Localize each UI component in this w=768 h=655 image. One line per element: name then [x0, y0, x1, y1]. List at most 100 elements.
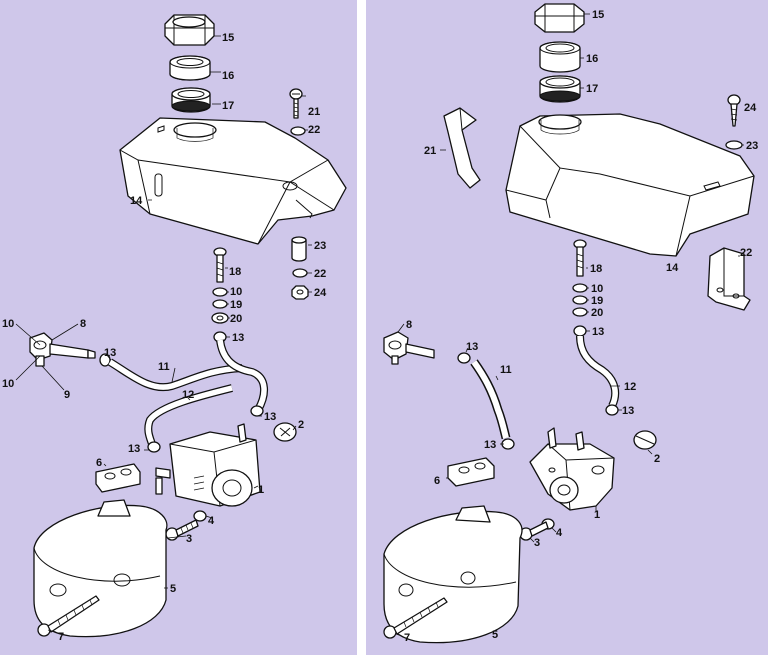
right-label-14: 14 — [666, 262, 679, 274]
right-label-2: 2 — [654, 453, 660, 465]
left-label-5: 5 — [170, 583, 176, 595]
right-label-13a: 13 — [592, 326, 604, 338]
left-screw-washer — [290, 126, 306, 136]
left-label-2: 2 — [298, 419, 304, 431]
left-label-20: 20 — [230, 313, 242, 325]
right-label-13c: 13 — [622, 405, 634, 417]
right-label-22: 22 — [740, 247, 752, 259]
right-label-20: 20 — [591, 307, 603, 319]
left-oil-pump — [155, 423, 261, 507]
left-filler-cap — [164, 14, 215, 46]
right-label-15: 15 — [592, 9, 604, 21]
right-label-6: 6 — [434, 475, 440, 487]
panel-divider — [357, 0, 366, 655]
left-oil-tank — [119, 117, 347, 245]
left-label-19: 19 — [230, 299, 242, 311]
left-label-22: 22 — [308, 124, 320, 136]
left-label-13a: 13 — [232, 332, 244, 344]
left-hose-clip-13b — [99, 353, 111, 367]
right-label-21: 21 — [424, 145, 436, 157]
right-label-18: 18 — [590, 263, 602, 275]
left-label-1: 1 — [258, 484, 264, 496]
right-screw-3 — [519, 521, 549, 541]
right-label-13d: 13 — [484, 439, 496, 451]
right-label-4: 4 — [556, 527, 563, 539]
right-pump-cover-2 — [633, 430, 657, 450]
left-cap-seal-ring — [169, 55, 211, 81]
left-label-3: 3 — [186, 533, 192, 545]
left-long-screw-7 — [37, 595, 100, 637]
right-label-8: 8 — [406, 319, 412, 331]
right-washer-19 — [572, 295, 588, 305]
right-oil-pump — [529, 427, 615, 511]
left-label-13b: 13 — [104, 347, 116, 359]
right-rubber-block — [447, 457, 495, 487]
left-spacer-sleeve — [291, 236, 307, 262]
left-label-10c: 10 — [2, 378, 14, 390]
left-screw-3 — [165, 519, 199, 541]
left-label-10: 10 — [230, 286, 242, 298]
right-banjo-bolt — [573, 239, 587, 277]
right-label-13b: 13 — [466, 341, 478, 353]
right-strap-bracket-21 — [443, 107, 481, 189]
left-label-13d: 13 — [128, 443, 140, 455]
right-pump-cover-5 — [383, 505, 523, 644]
right-label-12: 12 — [624, 381, 636, 393]
right-label-5: 5 — [492, 629, 498, 641]
left-banjo-20 — [211, 312, 229, 324]
left-label-13c: 13 — [264, 411, 276, 423]
right-label-3: 3 — [534, 537, 540, 549]
left-label-9: 9 — [64, 389, 70, 401]
right-oil-tank — [505, 113, 755, 257]
right-washer-20 — [572, 307, 588, 317]
right-label-1: 1 — [594, 509, 600, 521]
right-assembly: 15 16 17 24 23 21 14 22 18 10 19 20 8 13… — [383, 3, 758, 644]
left-label-7: 7 — [58, 631, 64, 643]
right-wood-screw-24 — [727, 94, 741, 127]
left-washer-10 — [212, 287, 228, 297]
right-hose-clip-13a — [573, 325, 587, 337]
right-banjo-fitting — [383, 331, 435, 365]
left-label-24: 24 — [314, 287, 327, 299]
left-label-23: 23 — [314, 240, 326, 252]
right-label-10: 10 — [591, 283, 603, 295]
left-label-17: 17 — [222, 100, 234, 112]
right-label-24: 24 — [744, 102, 757, 114]
left-label-14: 14 — [130, 195, 143, 207]
left-mount-nut — [291, 285, 309, 300]
left-pump-cover-2 — [273, 422, 297, 442]
right-label-19: 19 — [591, 295, 603, 307]
right-washer-23 — [725, 140, 743, 150]
left-banjo-bolt — [213, 247, 227, 283]
right-filler-cap — [534, 3, 585, 33]
left-label-21: 21 — [308, 106, 320, 118]
right-label-7: 7 — [404, 632, 410, 644]
left-label-22b: 22 — [314, 268, 326, 280]
left-label-6: 6 — [96, 457, 102, 469]
left-rubber-block — [95, 463, 141, 493]
right-label-23: 23 — [746, 140, 758, 152]
right-filler-strainer — [539, 75, 581, 103]
left-filler-strainer — [171, 87, 211, 113]
left-label-15: 15 — [222, 32, 234, 44]
right-label-16: 16 — [586, 53, 598, 65]
left-label-18: 18 — [229, 266, 241, 278]
right-hose-clip-13d — [605, 404, 619, 416]
left-label-16: 16 — [222, 70, 234, 82]
right-label-17: 17 — [586, 83, 598, 95]
left-assembly: 15 16 17 21 22 14 18 23 22 24 10 19 20 1… — [2, 14, 347, 643]
left-label-12: 12 — [182, 389, 194, 401]
left-hose-clip-13d — [147, 441, 161, 453]
left-label-11: 11 — [158, 361, 170, 373]
left-sleeve-washer — [292, 268, 308, 278]
right-hose-clip-13b — [457, 352, 471, 364]
right-mount-bracket-22 — [707, 247, 751, 311]
right-washer-10 — [572, 283, 588, 293]
right-long-screw-7 — [383, 597, 448, 639]
right-label-11: 11 — [500, 364, 512, 376]
left-label-10b: 10 — [2, 318, 14, 330]
left-hose-clip-13c — [250, 405, 264, 417]
left-washer-19 — [212, 299, 228, 309]
